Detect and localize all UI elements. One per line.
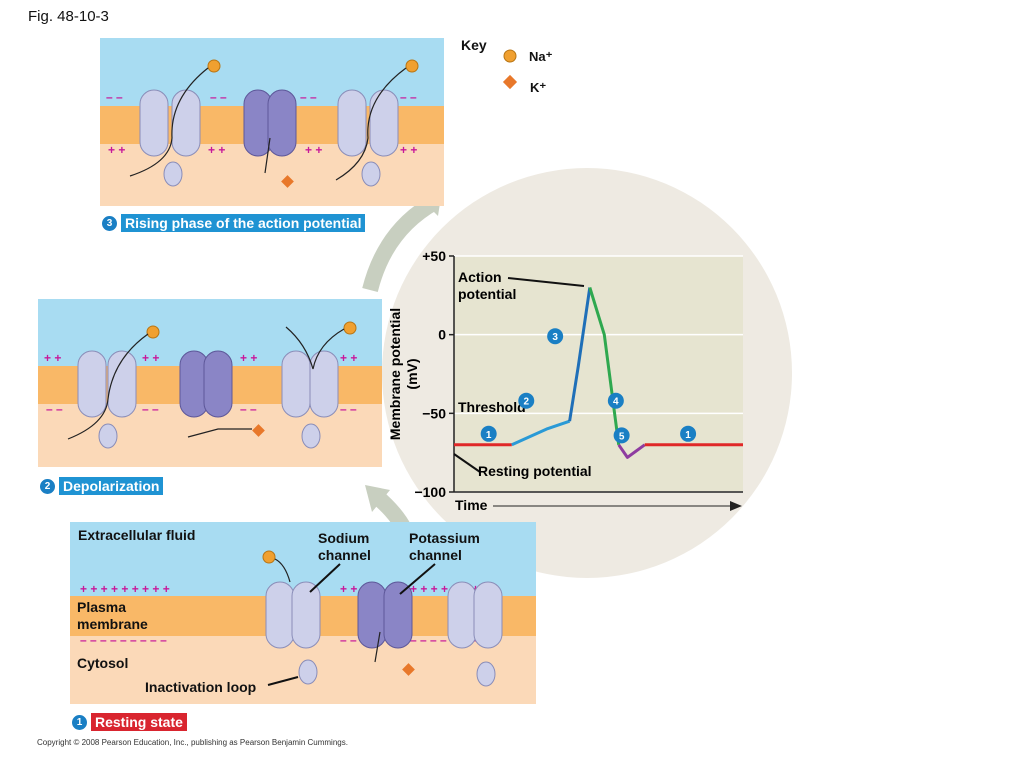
key-k-label: K⁺	[530, 80, 547, 95]
plasma-membrane-label: Plasma membrane	[77, 599, 148, 632]
resting-state-caption: Resting state	[91, 713, 187, 731]
svg-text:– –: – –	[210, 90, 227, 104]
svg-text:+ +: + +	[400, 143, 417, 157]
svg-text:+ +: + +	[305, 143, 322, 157]
time-arrow-head	[730, 501, 742, 511]
sodium-channel-closed-left	[265, 581, 321, 685]
rising-phase-caption: Rising phase of the action potential	[121, 214, 366, 232]
figure-label: Fig. 48-10-3	[28, 8, 109, 25]
step-2-number: 2	[40, 478, 55, 494]
sodium-channel-open-right	[337, 89, 399, 187]
extracellular-fluid-label: Extracellular fluid	[78, 527, 196, 543]
sodium-ion-icon	[503, 49, 517, 63]
key-legend	[502, 49, 518, 90]
step-2-caption: 2 Depolarization	[40, 477, 164, 495]
series-phase-3-line	[568, 287, 592, 422]
svg-text:+ +: + +	[44, 351, 61, 365]
step-3-caption: 3 Rising phase of the action potential	[102, 214, 366, 232]
key-na-label: Na⁺	[529, 49, 553, 64]
resting-potential-pointer	[453, 453, 481, 473]
resting-potential-label: Resting potential	[478, 463, 592, 479]
y-tick-label: −50	[422, 405, 446, 421]
phase-marker-4: 4	[607, 392, 624, 409]
resting-state-panel: + + + + + + + + + + + + + + + + + + – – …	[70, 522, 536, 704]
y-axis-label: Membrane potential(mV)	[390, 308, 420, 440]
sodium-channel-open-left	[139, 89, 201, 187]
series-phase-5-line	[617, 443, 646, 459]
series-group	[454, 287, 743, 459]
svg-text:+ + + + + + + + +: + + + + + + + + +	[80, 582, 170, 596]
svg-text:– –: – –	[340, 402, 357, 416]
potassium-channel-label: Potassium channel	[409, 530, 480, 563]
action-potential-pointer	[507, 277, 585, 287]
potassium-channel	[179, 350, 233, 418]
threshold-label: Threshold	[458, 399, 526, 415]
depolarization-panel: + + + + + + + + – – – – – – – –	[38, 299, 382, 467]
potassium-channel-closed	[243, 89, 297, 157]
sodium-channel-closed-right	[447, 581, 503, 687]
phase-marker-label: 4	[613, 397, 619, 408]
phase-marker-label: 1	[685, 430, 691, 441]
svg-text:+ +: + +	[142, 351, 159, 365]
phase-marker-2: 2	[518, 392, 535, 409]
sodium-channel-label: Sodium channel	[318, 530, 371, 563]
key-title: Key	[461, 37, 487, 53]
svg-text:– –: – –	[142, 402, 159, 416]
sodium-channel-left	[77, 350, 137, 449]
inactivation-loop-label: Inactivation loop	[145, 679, 257, 695]
phase-marker-1: 1	[480, 425, 497, 442]
step-1-number: 1	[72, 714, 87, 730]
svg-text:+ +: + +	[340, 351, 357, 365]
step-3-number: 3	[102, 215, 117, 231]
svg-text:+ +: + +	[208, 143, 225, 157]
copyright-notice: Copyright © 2008 Pearson Education, Inc.…	[37, 738, 348, 747]
membrane-potential-chart: +500−50−100 Membrane potential(mV) Time …	[390, 248, 743, 513]
y-tick-label: +50	[422, 248, 446, 264]
svg-text:– –: – –	[300, 90, 317, 104]
phase-marker-label: 2	[523, 397, 529, 408]
depolarization-caption: Depolarization	[59, 477, 164, 495]
x-axis-label: Time	[455, 497, 488, 513]
phase-markers: 1 2 3 4 5 1	[480, 328, 697, 444]
y-tick-label: 0	[438, 327, 446, 343]
svg-text:– – – – – – – – –: – – – – – – – – –	[80, 633, 167, 647]
y-tick-label: −100	[414, 484, 446, 500]
y-ticks: +50 0 −50 −100	[414, 248, 454, 500]
sodium-channel-right	[281, 350, 339, 449]
svg-text:– –: – –	[240, 402, 257, 416]
phase-marker-label: 1	[486, 430, 492, 441]
potassium-ion-icon	[502, 74, 518, 90]
step-1-caption: 1 Resting state	[72, 713, 187, 731]
phase-marker-3: 3	[547, 328, 564, 345]
potassium-channel-resting	[357, 581, 413, 649]
svg-text:– –: – –	[340, 633, 357, 647]
svg-text:+ +: + +	[108, 143, 125, 157]
phase-marker-5: 5	[613, 427, 630, 444]
plot-area	[454, 256, 743, 492]
phase-marker-label: 3	[552, 332, 558, 343]
svg-text:– –: – –	[106, 90, 123, 104]
svg-text:+ +: + +	[340, 582, 357, 596]
svg-text:+ +: + +	[240, 351, 257, 365]
rising-phase-panel: – – – – – – – – + + + + + + + +	[100, 38, 444, 206]
cytosol-label: Cytosol	[77, 655, 129, 671]
svg-text:– –: – –	[46, 402, 63, 416]
phase-marker-label: 5	[619, 431, 625, 442]
phase-marker-1: 1	[680, 425, 697, 442]
svg-text:– –: – –	[400, 90, 417, 104]
series-phase-2-line	[511, 419, 571, 447]
